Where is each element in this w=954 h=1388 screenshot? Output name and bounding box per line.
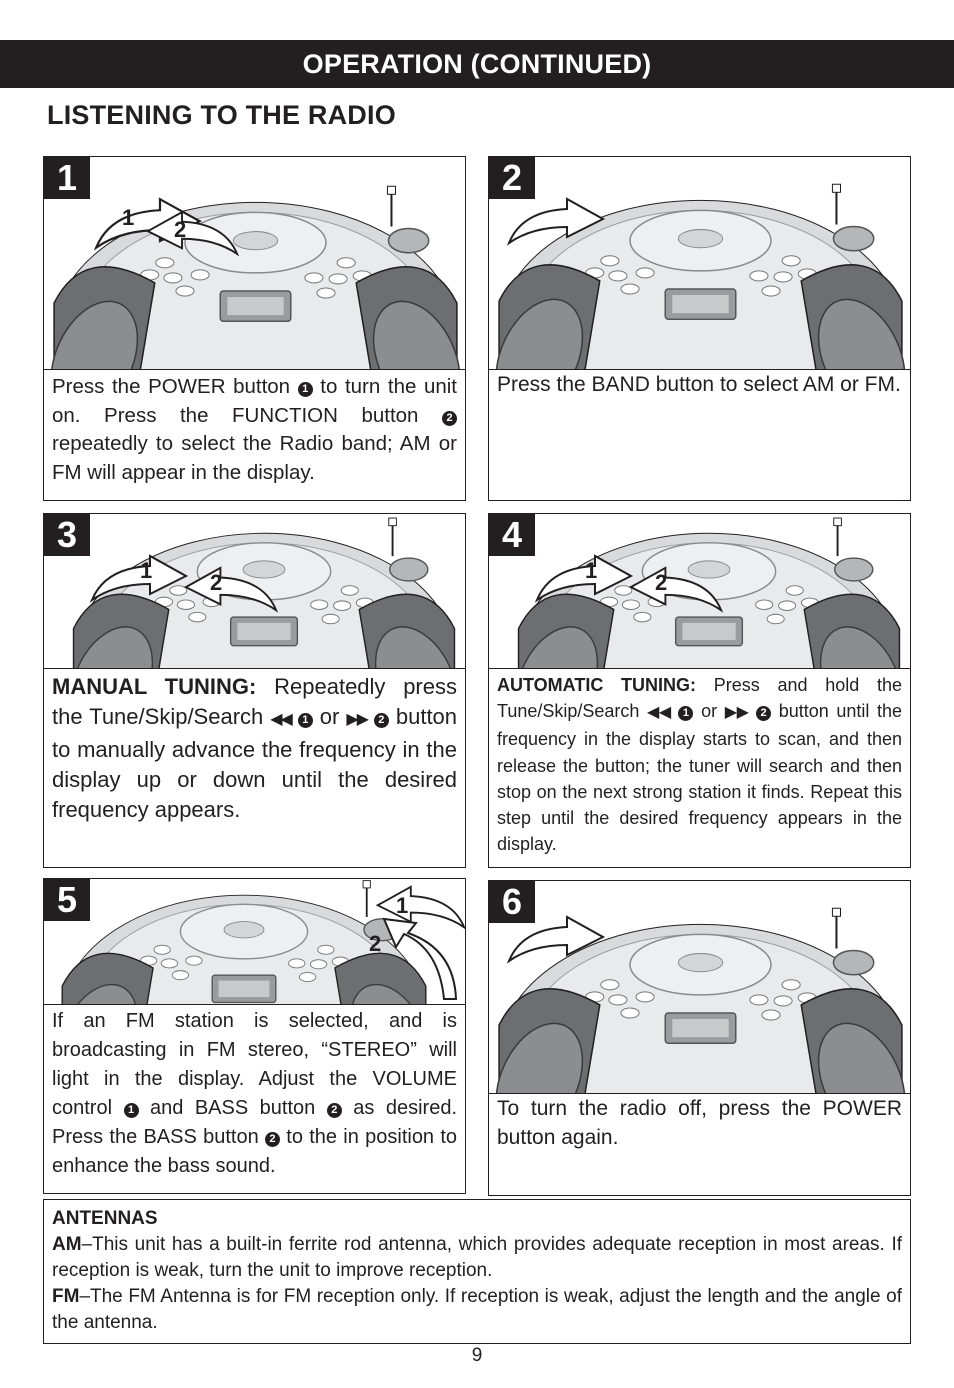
step-caption: AUTOMATIC TUNING: Press and hold the Tun… (497, 675, 903, 855)
step-number-badge: 5 (44, 879, 90, 921)
callout-1: 1 (140, 558, 152, 583)
boombox-illustration: 1 2 (44, 879, 465, 1005)
callout-2: 2 (369, 931, 381, 956)
boombox-illustration: 1 2 (489, 514, 910, 669)
skip-forward-icon: ▶▶ (724, 704, 752, 722)
step-3: 3 1 2 MANUAL TUNING: Repeatedly press th… (43, 513, 466, 868)
callout-marker: 2 (326, 1103, 342, 1118)
callout-2: 2 (210, 570, 222, 595)
step-number-badge: 2 (489, 157, 535, 199)
callout-1: 1 (396, 893, 408, 918)
callout-marker: 2 (756, 706, 772, 722)
boombox-illustration: 1 2 (44, 157, 465, 370)
step-caption: If an FM station is selected, and is bro… (52, 1010, 458, 1177)
step-2: 2 Press the BAND button to select AM or … (488, 156, 911, 501)
boombox-illustration (489, 157, 910, 370)
step-number-badge: 3 (44, 514, 90, 556)
page-number: 9 (471, 1345, 483, 1366)
step-number-badge: 6 (489, 881, 535, 923)
step-5: 5 1 2 If an FM station is selected, and … (43, 878, 466, 1194)
step-number-badge: 1 (44, 157, 90, 199)
am-antenna-note: AM–This unit has a built-in ferrite rod … (52, 1234, 902, 1281)
header-title: OPERATION (CONTINUED) (302, 49, 652, 79)
skip-back-icon: ◀◀ (270, 711, 293, 728)
arrow-pointer (382, 917, 458, 1000)
step-caption: MANUAL TUNING: Repeatedly press the Tune… (52, 674, 458, 822)
boombox-illustration: 1 2 (44, 514, 465, 669)
callout-marker: 1 (123, 1103, 139, 1118)
callout-marker: 1 (297, 713, 313, 728)
callout-marker: 2 (373, 713, 389, 728)
step-number-badge: 4 (489, 514, 535, 556)
antennas-note: ANTENNAS AM–This unit has a built-in fer… (43, 1199, 911, 1344)
callout-marker: 1 (297, 382, 313, 397)
fm-antenna-note: FM–The FM Antenna is for FM reception on… (52, 1286, 902, 1333)
step-caption: Press the POWER button 1 to turn the uni… (52, 375, 457, 484)
skip-back-icon: ◀◀ (647, 704, 674, 722)
skip-forward-icon: ▶▶ (346, 711, 369, 728)
step-1: 1 1 2 Press the POWER button 1 to turn t… (43, 156, 466, 501)
step-caption: To turn the radio off, press the POWER b… (497, 1097, 902, 1149)
boombox-illustration (489, 881, 910, 1094)
callout-2: 2 (655, 570, 667, 595)
section-title: LISTENING TO THE RADIO (47, 100, 396, 130)
callout-marker: 2 (264, 1132, 280, 1147)
callout-marker: 1 (678, 706, 694, 722)
step-caption: Press the BAND button to select AM or FM… (497, 373, 901, 396)
callout-marker: 2 (442, 410, 457, 426)
step-4: 4 1 2 AUTOMATIC TUNING: Press and hold t… (488, 513, 911, 868)
callout-1: 1 (122, 205, 134, 230)
step-6: 6 To turn the radio off, press the POWER… (488, 880, 911, 1196)
callout-1: 1 (585, 558, 597, 583)
page-header: OPERATION (CONTINUED) (0, 40, 954, 88)
callout-2: 2 (174, 217, 186, 242)
antennas-title: ANTENNAS (52, 1208, 158, 1229)
